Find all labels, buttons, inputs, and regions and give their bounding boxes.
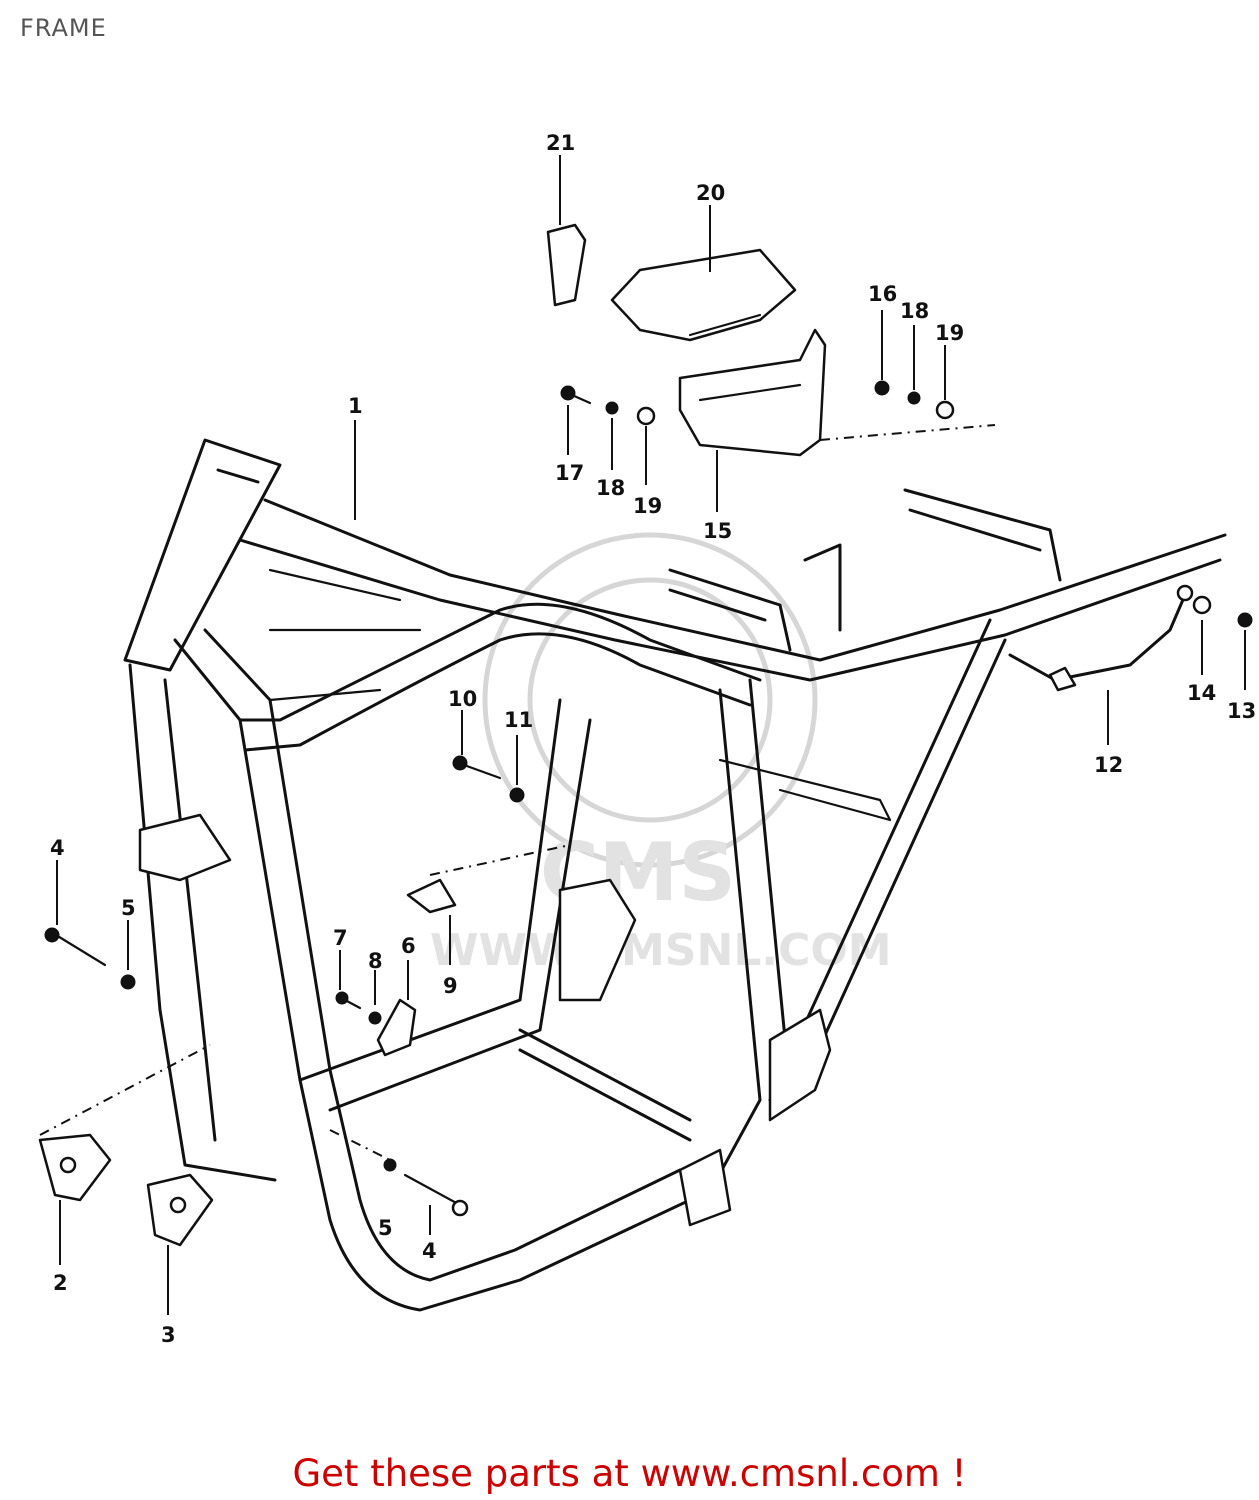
callout-16: 16 xyxy=(868,282,897,306)
part-5-nut-bottom xyxy=(383,1158,397,1172)
callout-4-bottom: 4 xyxy=(422,1239,437,1263)
callout-19-right: 19 xyxy=(935,321,964,345)
part-20-cover xyxy=(610,248,797,342)
callout-4-left: 4 xyxy=(50,836,65,860)
part-9-bracket xyxy=(406,878,457,914)
callout-18-right: 18 xyxy=(900,299,929,323)
part-5-nut-left xyxy=(120,974,136,990)
callout-14: 14 xyxy=(1187,681,1216,705)
callout-15: 15 xyxy=(703,519,732,543)
part-4-bolt-left xyxy=(44,927,107,967)
part-11-nut xyxy=(509,787,525,803)
part-21-clamp xyxy=(546,223,587,307)
footer-link[interactable]: Get these parts at www.cmsnl.com ! xyxy=(292,1452,967,1495)
callout-13: 13 xyxy=(1227,699,1256,723)
part-19-washer-right xyxy=(935,400,955,420)
watermark-url: WWW.CMSNL.COM xyxy=(430,925,892,976)
part-6-bracket xyxy=(376,998,417,1057)
callout-18-left: 18 xyxy=(596,476,625,500)
callout-labels: 1 2 3 4 4 5 5 6 7 8 9 10 11 12 13 14 15 … xyxy=(50,131,1256,1347)
part-19-washer-left xyxy=(636,406,656,426)
callout-5-left: 5 xyxy=(121,896,136,920)
callout-19-left: 19 xyxy=(633,494,662,518)
part-8-nut xyxy=(368,1011,382,1025)
callout-12: 12 xyxy=(1094,753,1123,777)
callout-3: 3 xyxy=(161,1323,176,1347)
part-17-bolt xyxy=(560,385,592,405)
leader-lines xyxy=(39,155,1246,1315)
callout-20: 20 xyxy=(696,181,725,205)
callout-1: 1 xyxy=(348,394,363,418)
frame-diagram: CMS WWW.CMSNL.COM xyxy=(38,131,1256,1347)
part-13-bolt xyxy=(1237,612,1253,628)
part-3-bracket-plate xyxy=(146,1173,214,1247)
callout-7: 7 xyxy=(333,926,348,950)
page-title: FRAME xyxy=(20,14,107,42)
part-10-bolt xyxy=(452,755,502,780)
callout-2: 2 xyxy=(53,1271,68,1295)
callout-21: 21 xyxy=(546,131,575,155)
callout-5-bottom: 5 xyxy=(378,1216,393,1240)
part-16-bolt xyxy=(874,380,890,396)
watermark-logo: CMS WWW.CMSNL.COM xyxy=(430,532,892,976)
part-18-nut-right xyxy=(907,391,921,405)
part-7-bolt xyxy=(335,991,362,1010)
part-12-rod xyxy=(1008,584,1194,692)
callout-11: 11 xyxy=(504,708,533,732)
callout-8: 8 xyxy=(368,949,383,973)
callout-6: 6 xyxy=(401,934,416,958)
part-18-nut-left xyxy=(605,401,619,415)
part-2-bracket-plate xyxy=(38,1133,112,1202)
callout-17: 17 xyxy=(555,461,584,485)
part-4-bolt-bottom xyxy=(403,1173,469,1217)
part-14-washer xyxy=(1192,595,1212,615)
callout-9: 9 xyxy=(443,974,458,998)
part-15-battery-bracket xyxy=(678,328,827,457)
callout-10: 10 xyxy=(448,687,477,711)
frame-main xyxy=(123,438,1227,1312)
